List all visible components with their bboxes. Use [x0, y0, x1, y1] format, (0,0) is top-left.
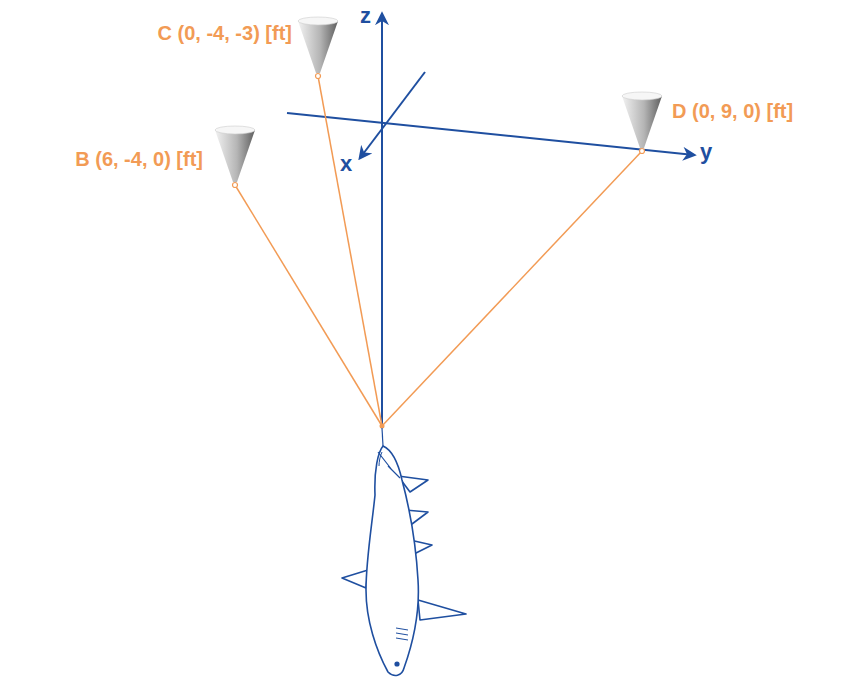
x-axis: [360, 72, 425, 158]
cable-ad: [382, 151, 642, 426]
anchor-cone: [622, 92, 662, 154]
z-axis: [381, 14, 383, 428]
shark-body: [366, 446, 418, 675]
left-fin: [342, 570, 368, 588]
knot-point: [380, 424, 385, 429]
point-label: B (6, -4, 0) [ft]: [75, 148, 203, 170]
point-label: C (0, -4, -3) [ft]: [158, 22, 292, 44]
axis-label: x: [340, 152, 352, 176]
anchor-cone: [298, 17, 338, 79]
cables: [235, 76, 642, 426]
anchor-cone: [215, 126, 255, 188]
cable-ac: [318, 76, 382, 426]
point-label: D (0, 9, 0) [ft]: [672, 100, 793, 122]
shark: [342, 428, 466, 675]
right-pectoral-fin: [418, 600, 466, 620]
axis-label: y: [700, 140, 712, 164]
axes: [287, 14, 694, 428]
axis-label: z: [360, 4, 371, 28]
